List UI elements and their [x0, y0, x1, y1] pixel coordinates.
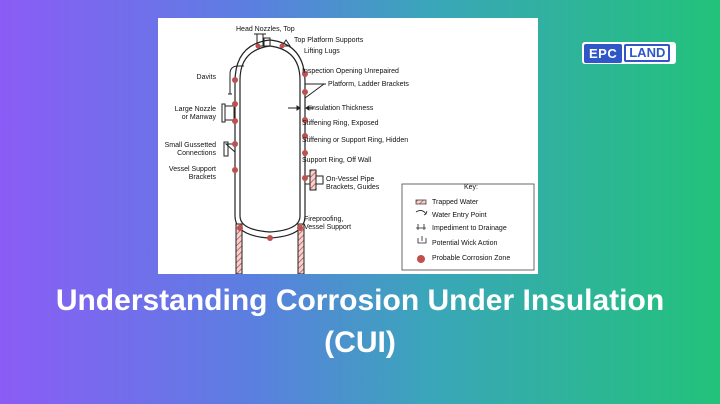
label-inspection-opening: Inspection Opening Unrepaired — [302, 68, 399, 75]
epc-land-logo: EPC LAND — [582, 42, 676, 64]
cui-diagram: Davits Large Nozzle or Manway Small Guss… — [158, 18, 538, 274]
key-water-entry: Water Entry Point — [432, 212, 487, 219]
logo-land: LAND — [624, 44, 671, 62]
title-line-2: (CUI) — [324, 326, 396, 359]
label-vessel-support: Vessel Support Brackets — [168, 166, 216, 181]
label-platform-ladder: Platform, Ladder Brackets — [328, 81, 409, 88]
title-line-1: Understanding Corrosion Under Insulation — [55, 284, 665, 317]
label-head-nozzles: Head Nozzles, Top — [236, 26, 295, 33]
key-wick-action: Potential Wick Action — [432, 240, 498, 247]
page-title: Understanding Corrosion Under Insulation… — [0, 280, 720, 364]
label-stiffening-hidden: Stiffening or Support Ring, Hidden — [302, 137, 409, 144]
key-corrosion-zone: Probable Corrosion Zone — [432, 255, 511, 262]
key-impediment: Impediment to Drainage — [432, 225, 507, 232]
label-lifting-lugs: Lifting Lugs — [304, 48, 340, 55]
manway — [221, 101, 238, 124]
vessel-drawing — [221, 33, 535, 274]
vessel-shell — [234, 39, 306, 239]
key-box — [401, 183, 535, 271]
label-small-gussetted: Small Gussetted Connections — [164, 142, 216, 157]
key-title: Key: — [464, 184, 479, 191]
label-on-vessel-pipe: On-Vessel Pipe Brackets, Guides — [326, 176, 380, 191]
label-top-platform: Top Platform Supports — [294, 37, 364, 44]
label-support-ring: Support Ring, Off Wall — [302, 157, 372, 164]
label-fireproofing: Fireproofing, Vessel Support — [304, 216, 352, 231]
label-stiffening-exposed: Stiffening Ring, Exposed — [302, 120, 379, 127]
corrosion-zones — [232, 43, 308, 241]
label-insulation-thickness: Insulation Thickness — [310, 105, 374, 112]
label-davits: Davits — [196, 74, 216, 81]
logo-epc: EPC — [584, 43, 623, 63]
label-large-nozzle: Large Nozzle or Manway — [174, 106, 216, 121]
vessel-skirt — [235, 223, 305, 274]
davit — [228, 65, 244, 95]
platform-bracket — [304, 83, 326, 99]
key-trapped-water: Trapped Water — [432, 199, 479, 206]
